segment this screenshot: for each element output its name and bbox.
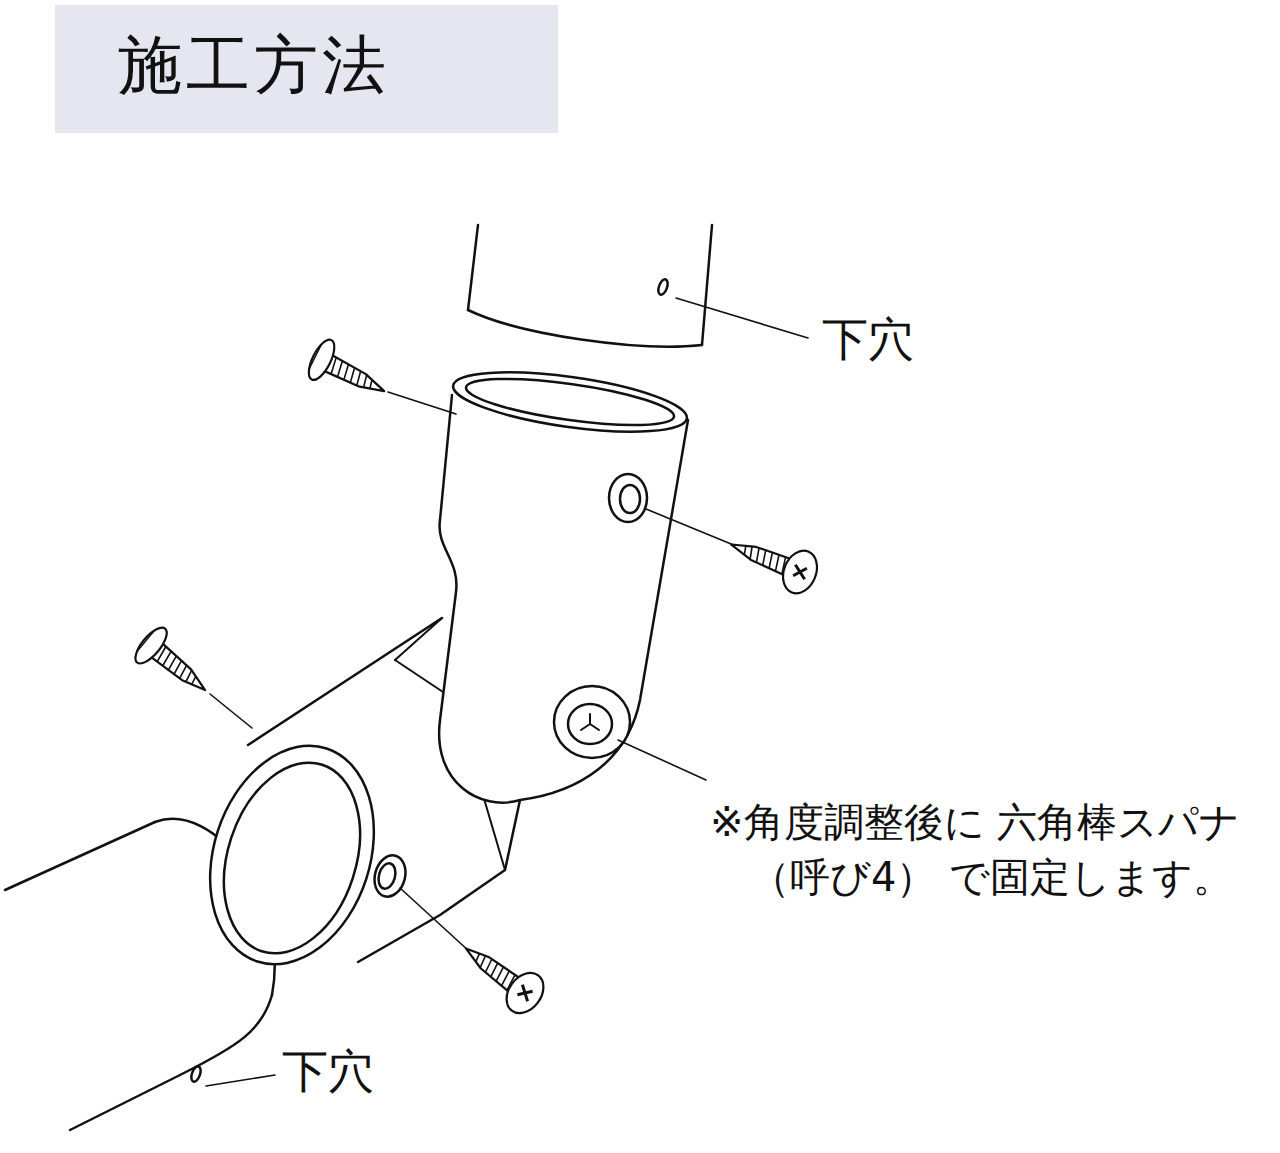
pilot-hole-label: 下穴	[822, 310, 914, 370]
pilot-hole-label: 下穴	[282, 1042, 374, 1102]
note-text: ※角度調整後に 六角棒スパナ（呼び4） で固定します。	[710, 795, 1270, 905]
title-text: 施工方法	[118, 24, 390, 107]
